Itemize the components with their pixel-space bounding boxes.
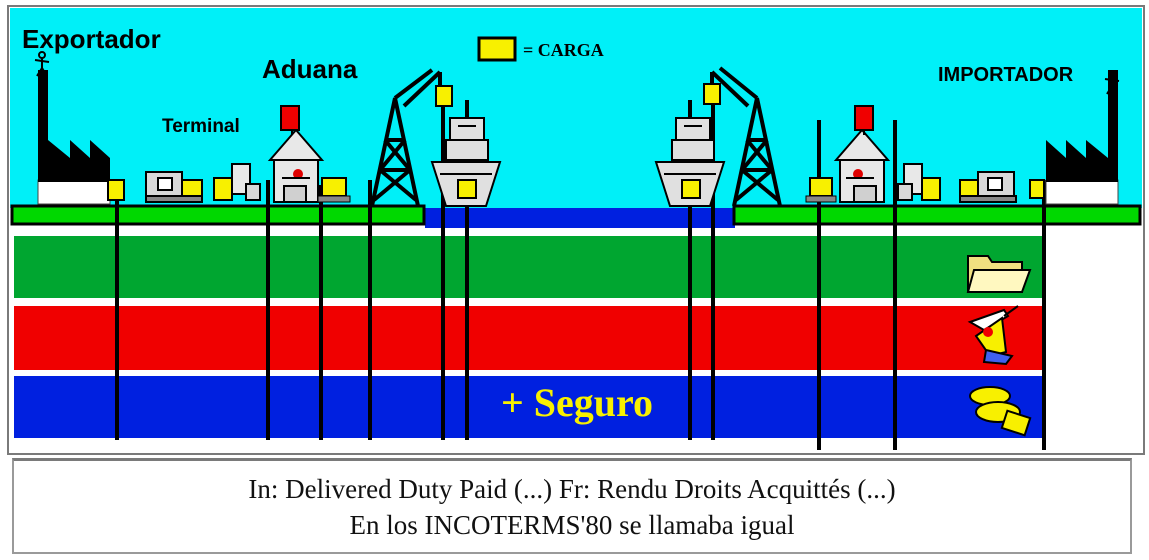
customs-house-icon [833, 105, 891, 203]
customs-label: Aduana [262, 54, 358, 84]
stick-figure-icon [1104, 70, 1120, 95]
cargo-box [435, 85, 453, 107]
truck-icon [145, 171, 203, 203]
cargo-box [321, 177, 347, 197]
cargo-box [703, 83, 721, 105]
cargo-box [457, 179, 477, 199]
pilot-icon [967, 305, 1019, 366]
forklift-icon [213, 163, 261, 201]
caption-box: In: Delivered Duty Paid (...) Fr: Rendu … [12, 458, 1132, 554]
exporter-label: Exportador [22, 24, 161, 54]
cargo-legend-label: = CARGA [523, 40, 604, 60]
terminal-label: Terminal [162, 116, 240, 137]
band-red [14, 306, 1044, 370]
truck-icon [959, 171, 1017, 203]
stick-figure-icon [34, 51, 50, 77]
crane-icon [710, 66, 782, 207]
importer-label: IMPORTADOR [938, 64, 1074, 86]
band-blue [14, 376, 1044, 438]
caption-line-1: In: Delivered Duty Paid (...) Fr: Rendu … [248, 474, 896, 504]
band-separator [14, 228, 1044, 234]
band-separator-3 [14, 370, 1044, 376]
insurance-label: + Seguro [501, 380, 653, 425]
crane-icon [370, 68, 442, 207]
band-green [14, 236, 1044, 298]
folder-icon [966, 255, 1032, 293]
money-icon [969, 386, 1032, 437]
cargo-box [809, 177, 833, 197]
band-separator-2 [14, 300, 1044, 306]
ground-left [10, 204, 426, 226]
sky [10, 8, 1142, 208]
forklift-icon [897, 163, 941, 201]
process-lines [115, 100, 1046, 450]
cargo-box [1029, 179, 1045, 199]
factory-icon [37, 70, 111, 205]
customs-house-icon [267, 105, 325, 203]
cargo-box [681, 179, 701, 199]
cargo-legend-icon [477, 36, 517, 62]
ground-right [732, 204, 1142, 226]
cargo-box [107, 179, 125, 201]
factory-icon [1045, 70, 1119, 205]
caption-line-2: En los INCOTERMS'80 se llamaba igual [349, 510, 795, 540]
water-channel [425, 208, 735, 228]
